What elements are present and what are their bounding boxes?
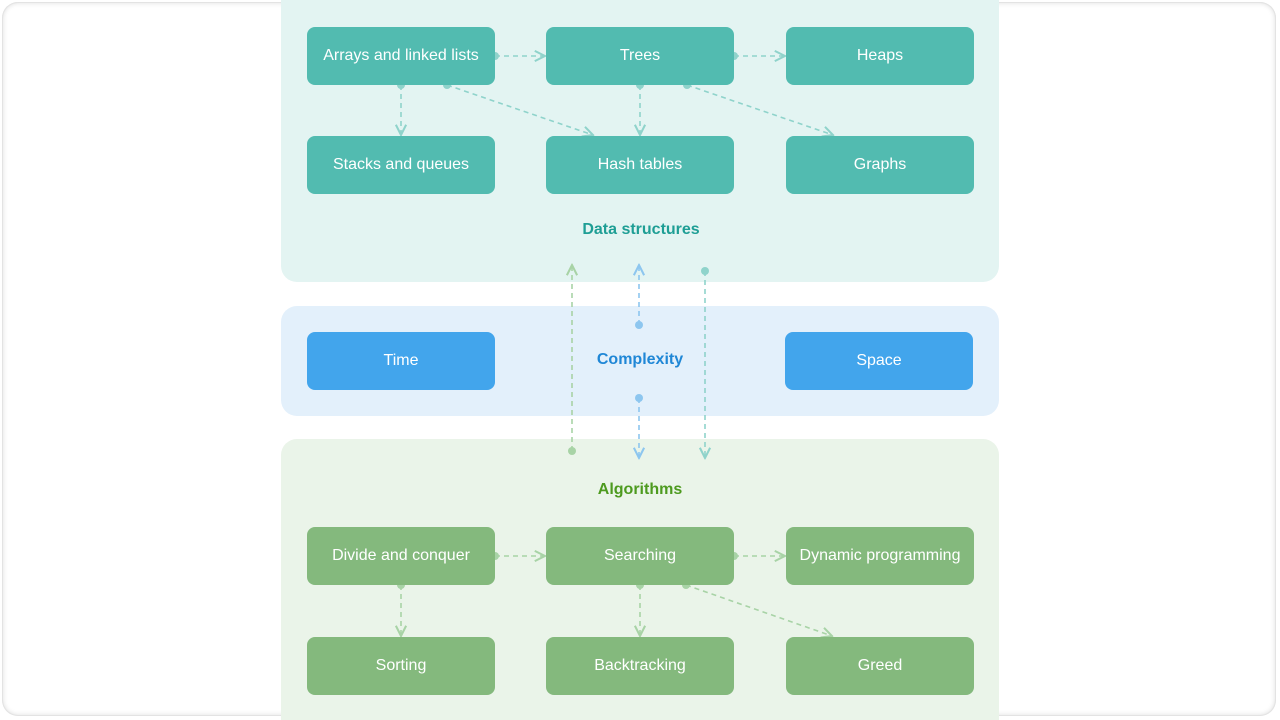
node-graphs[interactable]: Graphs xyxy=(786,136,974,194)
node-dynamic-programming[interactable]: Dynamic programming xyxy=(786,527,974,585)
node-backtracking[interactable]: Backtracking xyxy=(546,637,734,695)
node-trees[interactable]: Trees xyxy=(546,27,734,85)
link-searching-greed xyxy=(685,584,832,636)
link-trees-graphs xyxy=(686,84,833,135)
node-divide-and-conquer[interactable]: Divide and conquer xyxy=(307,527,495,585)
complexity-label: Complexity xyxy=(596,351,684,368)
node-time[interactable]: Time xyxy=(307,332,495,390)
node-sorting[interactable]: Sorting xyxy=(307,637,495,695)
node-hash-tables[interactable]: Hash tables xyxy=(546,136,734,194)
node-greed[interactable]: Greed xyxy=(786,637,974,695)
data-structures-label: Data structures xyxy=(582,221,700,238)
link-arrays-hash xyxy=(446,84,593,135)
node-arrays-and-linked-lists[interactable]: Arrays and linked lists xyxy=(307,27,495,85)
node-searching[interactable]: Searching xyxy=(546,527,734,585)
node-stacks-and-queues[interactable]: Stacks and queues xyxy=(307,136,495,194)
node-heaps[interactable]: Heaps xyxy=(786,27,974,85)
algorithms-label: Algorithms xyxy=(597,481,683,498)
node-space[interactable]: Space xyxy=(785,332,973,390)
